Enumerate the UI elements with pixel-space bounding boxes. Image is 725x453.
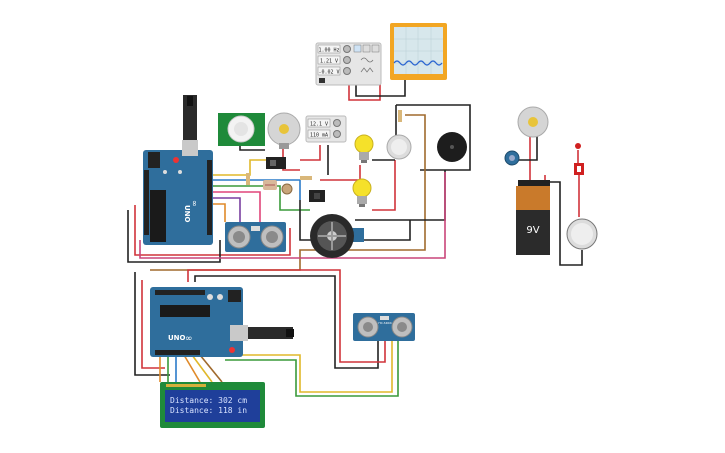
lcd-line-2: Distance: 118 in <box>170 406 247 415</box>
resistor <box>300 176 312 180</box>
wire[interactable] <box>282 140 300 171</box>
voltage-readout: 12.1 V <box>310 122 328 128</box>
wire[interactable] <box>210 159 270 176</box>
analog-header <box>144 170 149 235</box>
offset-readout: -0.02 V <box>318 70 339 76</box>
vibration-motor[interactable] <box>386 134 412 160</box>
wire[interactable] <box>134 205 291 256</box>
square-wave-button[interactable] <box>362 44 371 53</box>
usb-cable <box>183 95 197 140</box>
wire[interactable] <box>199 354 223 383</box>
board-label: UNO <box>168 334 186 342</box>
wire[interactable] <box>141 280 165 369</box>
photoresistor[interactable] <box>263 180 277 190</box>
ir-receiver[interactable] <box>309 190 325 202</box>
ultrasonic-sensor-bottom[interactable]: HC-SR04 <box>353 313 415 341</box>
wire[interactable] <box>210 185 310 211</box>
amplitude-readout: 1.21 V <box>320 59 338 65</box>
sensor-label: HC-SR04 <box>378 321 391 325</box>
wire[interactable] <box>372 160 396 211</box>
gear-motor-wheel[interactable] <box>310 214 364 258</box>
wire[interactable] <box>187 269 386 363</box>
offset-knob[interactable] <box>343 67 351 75</box>
output-terminal[interactable] <box>319 78 325 83</box>
current-readout: 110 mA <box>310 133 328 139</box>
triangle-wave-button[interactable] <box>371 44 380 53</box>
wire[interactable] <box>225 340 399 397</box>
power-jack <box>148 152 160 168</box>
wire[interactable] <box>348 80 381 101</box>
oscilloscope[interactable] <box>390 23 447 80</box>
dc-motor-top[interactable] <box>267 112 301 149</box>
usb-port <box>230 325 248 341</box>
potentiometer-right[interactable] <box>504 150 520 166</box>
battery-label: 9V <box>526 225 539 236</box>
wire[interactable] <box>134 272 170 376</box>
slide-switch[interactable] <box>266 157 286 169</box>
wire[interactable] <box>210 203 226 222</box>
wire[interactable] <box>183 354 201 383</box>
analog-header <box>155 350 200 355</box>
led-red[interactable] <box>575 143 581 149</box>
piezo-buzzer[interactable] <box>437 132 467 162</box>
frequency-knob[interactable] <box>343 45 351 53</box>
digital-header <box>207 160 212 235</box>
pushbutton[interactable] <box>574 163 584 175</box>
triangle-icon <box>360 67 374 73</box>
ultrasonic-sensor-top[interactable] <box>225 222 286 252</box>
light-bulb-1[interactable] <box>354 134 374 163</box>
wire[interactable] <box>194 275 379 369</box>
wire[interactable] <box>210 197 241 222</box>
wire[interactable] <box>220 340 393 393</box>
function-generator[interactable]: 1.00 Hz 1.21 V -0.02 V <box>315 42 382 86</box>
arduino-uno-top[interactable]: UNO ∞ <box>143 95 213 245</box>
wire[interactable] <box>515 135 538 161</box>
atmega-chip <box>150 190 166 242</box>
wire[interactable] <box>320 165 361 181</box>
oscilloscope-waveform <box>393 60 443 66</box>
atmega-chip <box>160 305 210 317</box>
voltage-knob[interactable] <box>333 119 341 127</box>
arduino-uno-bottom[interactable]: UNO ∞ <box>150 287 294 357</box>
battery-9v[interactable]: 9V <box>516 180 550 255</box>
power-supply[interactable]: 12.1 V 110 mA <box>305 115 347 143</box>
wire[interactable] <box>191 354 213 383</box>
board-label: UNO <box>183 205 191 223</box>
potentiometer[interactable] <box>281 183 293 195</box>
reset-button[interactable] <box>229 347 235 353</box>
usb-cable <box>248 327 293 339</box>
dc-motor-right[interactable] <box>517 106 549 138</box>
wire[interactable] <box>127 210 221 263</box>
lcd-line-1: Distance: 302 cm <box>170 396 247 405</box>
frequency-readout: 1.00 Hz <box>318 48 339 54</box>
sine-wave-button[interactable] <box>353 44 362 53</box>
sine-icon <box>360 57 374 63</box>
light-bulb-2[interactable] <box>352 178 372 207</box>
wire[interactable] <box>300 145 321 161</box>
amplitude-knob[interactable] <box>343 56 351 64</box>
current-knob[interactable] <box>333 130 341 138</box>
resistor <box>246 173 250 185</box>
digital-header <box>155 290 205 295</box>
wire[interactable] <box>355 170 446 221</box>
reset-button[interactable] <box>173 157 179 163</box>
usb-port <box>182 140 198 156</box>
wire[interactable] <box>355 80 406 97</box>
arduino-logo-icon: ∞ <box>190 200 199 207</box>
wire[interactable] <box>139 172 446 259</box>
arduino-logo-icon: ∞ <box>185 334 193 344</box>
lcd-display[interactable]: Distance: 302 cm Distance: 118 in <box>160 382 265 428</box>
vibration-motor-right[interactable] <box>566 218 598 250</box>
power-jack <box>228 290 241 302</box>
pir-motion-sensor[interactable] <box>218 113 265 146</box>
resistor <box>398 110 402 122</box>
wire[interactable] <box>210 191 261 222</box>
